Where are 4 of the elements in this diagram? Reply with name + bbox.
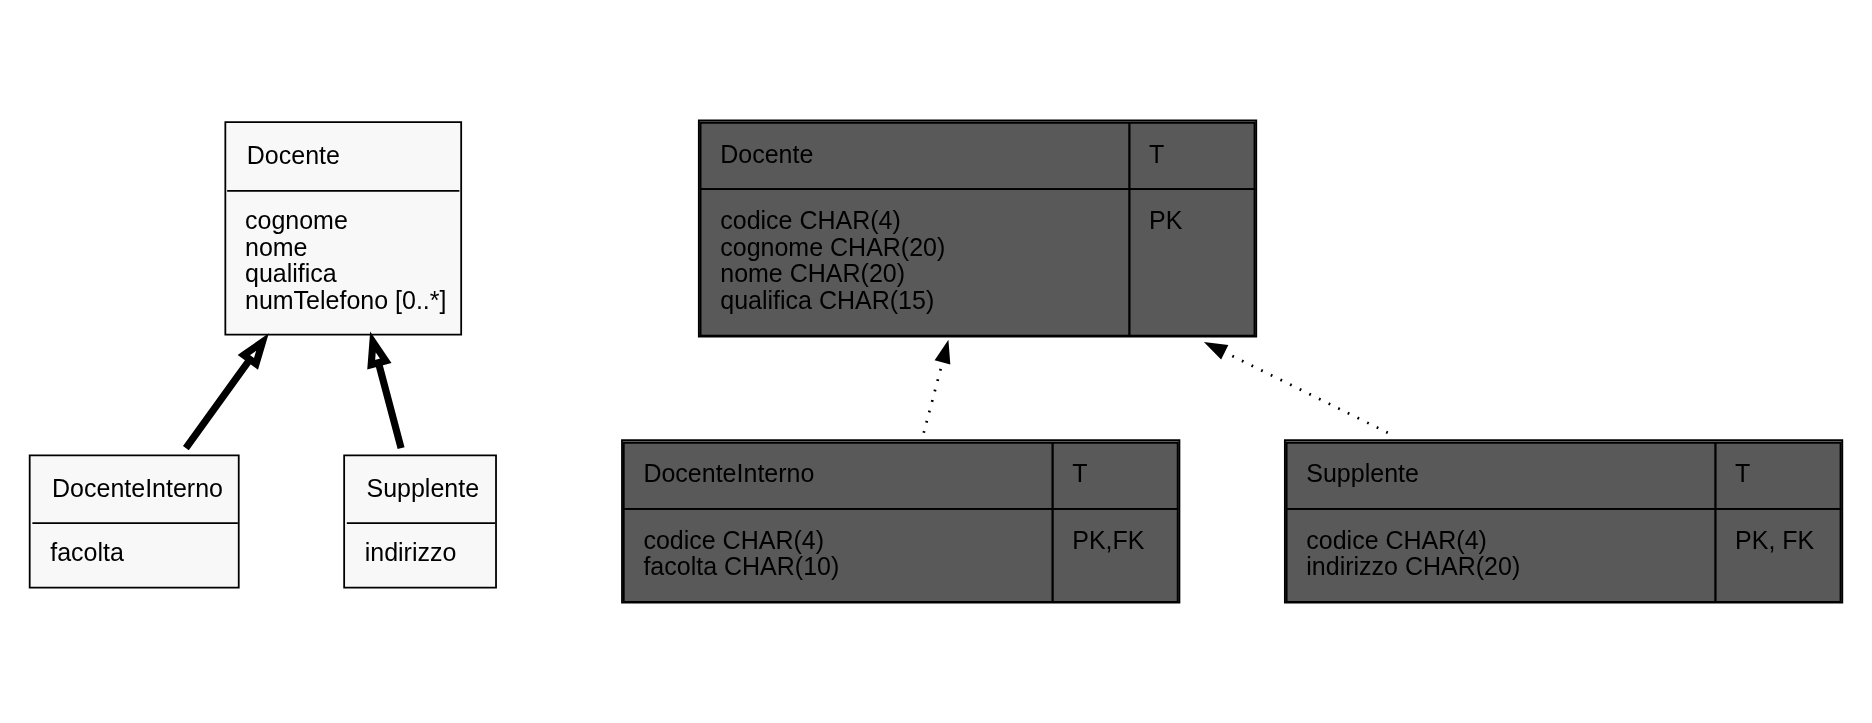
arrow — [922, 339, 951, 434]
arrow — [183, 333, 269, 451]
arrow — [1203, 342, 1389, 434]
arrow — [367, 331, 405, 449]
